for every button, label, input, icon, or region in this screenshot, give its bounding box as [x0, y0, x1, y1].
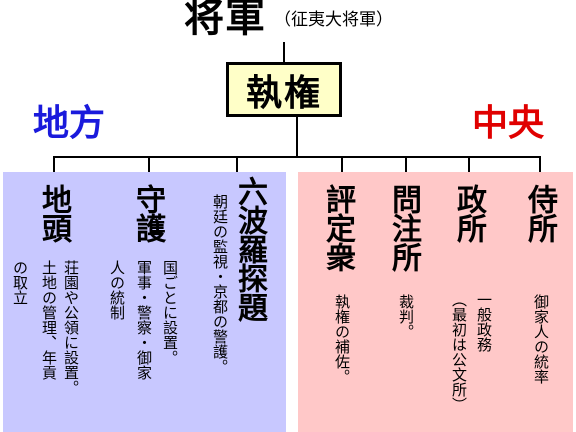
- connector-drop-1: [53, 156, 55, 172]
- office-jito-desc-2: 土地の管理、年貢: [40, 260, 58, 380]
- shogun-title: 将軍: [184, 0, 266, 41]
- office-samurai-dokoro-desc-1: 御家人の統率: [532, 294, 550, 384]
- office-shugo-desc-1: 国ごとに設置。: [161, 260, 179, 365]
- office-rokuhara-desc-1: 朝廷の監視・京都の警護。: [211, 194, 229, 374]
- office-samurai-dokoro: 侍所: [522, 184, 557, 242]
- regent-label: 執権: [245, 72, 322, 114]
- office-hyojoshu: 評定衆: [320, 184, 355, 271]
- office-rokuhara-tandai: 六波羅探題: [232, 176, 267, 321]
- office-mandokoro: 政所: [451, 184, 486, 242]
- central-label: 中央: [472, 103, 545, 144]
- connector-drop-4: [341, 156, 343, 172]
- office-jito: 地頭: [36, 184, 71, 242]
- regent-box: 執権: [226, 62, 342, 117]
- office-jito-desc-1: 荘園や公領に設置。: [62, 260, 80, 395]
- office-hyojoshu-desc-1: 執権の補佐。: [333, 294, 351, 384]
- connector-drop-5: [405, 156, 407, 172]
- local-panel: 地頭 荘園や公領に設置。 土地の管理、年貢 の取立 守護 国ごとに設置。 軍事・…: [3, 172, 286, 432]
- central-panel: 評定衆 執権の補佐。 問注所 裁判。 政所 一般政務 （最初は公文所） 侍所 御…: [298, 172, 573, 432]
- connector-shogun-regent: [283, 42, 285, 62]
- office-monchujo-desc-1: 裁判。: [397, 294, 415, 339]
- connector-drop-6: [468, 156, 470, 172]
- office-mandokoro-desc-2: （最初は公文所）: [450, 292, 468, 412]
- connector-regent-bus: [296, 117, 298, 157]
- office-monchujo: 問注所: [386, 184, 421, 271]
- connector-bus: [53, 156, 541, 158]
- office-shugo: 守護: [130, 184, 165, 242]
- shogun-subtitle: （征夷大将軍）: [274, 10, 393, 30]
- office-shugo-desc-3: 人の統制: [108, 260, 126, 320]
- office-jito-desc-3: の取立: [11, 260, 29, 305]
- office-mandokoro-desc-1: 一般政務: [475, 292, 493, 352]
- office-shugo-desc-2: 軍事・警察・御家: [135, 260, 153, 380]
- local-label: 地方: [33, 103, 106, 144]
- connector-drop-2: [148, 156, 150, 172]
- connector-drop-7: [539, 156, 541, 172]
- connector-drop-3: [236, 156, 238, 172]
